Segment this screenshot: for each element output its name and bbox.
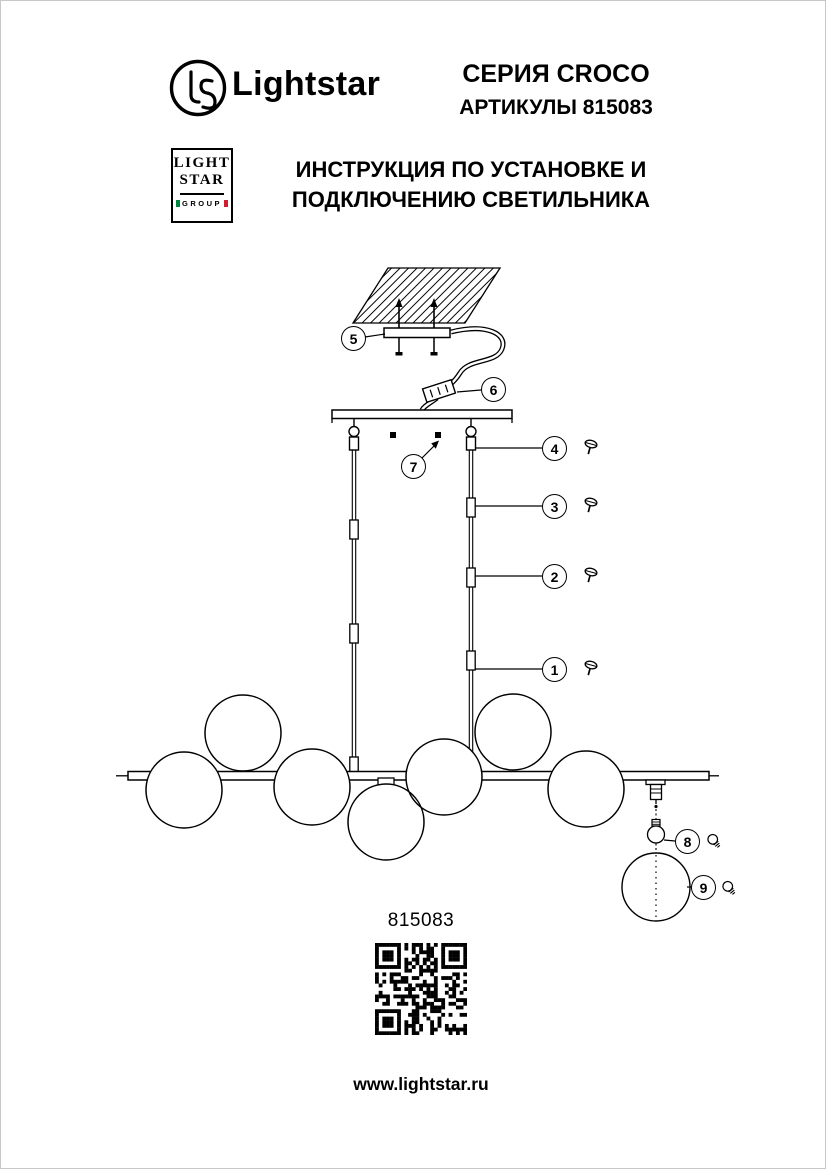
mounting-bracket bbox=[383, 298, 451, 356]
website-url: www.lightstar.ru bbox=[353, 1074, 489, 1094]
instruction-title-line1: ИНСТРУКЦИЯ ПО УСТАНОВКЕ И bbox=[295, 157, 647, 182]
instruction-title-line2: ПОДКЛЮЧЕНИЮ СВЕТИЛЬНИКА bbox=[291, 187, 651, 212]
glass-sphere bbox=[145, 751, 223, 829]
socket-assembly bbox=[645, 779, 666, 819]
logo-box-divider bbox=[180, 192, 224, 195]
callout-3: 3 bbox=[542, 494, 567, 519]
logo-box-group-row: GROUP bbox=[175, 198, 228, 208]
screw-icon bbox=[581, 496, 599, 515]
flag-green-mark bbox=[175, 199, 180, 207]
screw-icon bbox=[581, 566, 599, 585]
series-title: СЕРИЯ CROCO bbox=[462, 60, 650, 88]
callout-5: 5 bbox=[341, 326, 366, 351]
glass-sphere bbox=[204, 694, 282, 772]
glass-sphere bbox=[347, 783, 425, 861]
callout-9: 9 bbox=[691, 875, 716, 900]
glass-sphere bbox=[273, 748, 351, 826]
glass-shade-detail bbox=[621, 852, 691, 922]
glass-sphere bbox=[547, 750, 625, 828]
qr-code bbox=[375, 943, 467, 1035]
suspension-rod-right bbox=[465, 418, 477, 773]
leader-lines bbox=[364, 333, 692, 888]
ceiling-canopy bbox=[331, 409, 513, 438]
article-title: АРТИКУЛЫ 815083 bbox=[459, 96, 653, 119]
callout-8: 8 bbox=[675, 829, 700, 854]
lightstar-logo bbox=[169, 59, 227, 117]
suspension-rod-left bbox=[348, 418, 360, 773]
glass-sphere bbox=[474, 693, 552, 771]
logo-box-group: GROUP bbox=[181, 198, 222, 208]
logo-box-light: LIGHT bbox=[173, 155, 231, 171]
callout-6: 6 bbox=[481, 377, 506, 402]
callout-2: 2 bbox=[542, 564, 567, 589]
flag-red-mark bbox=[224, 199, 228, 207]
ceiling-surface bbox=[351, 267, 502, 324]
callout-4: 4 bbox=[542, 436, 567, 461]
brand-wordmark: Lightstar bbox=[232, 65, 381, 103]
screw-icon bbox=[581, 659, 599, 678]
bulb-icon bbox=[720, 878, 738, 898]
glass-spheres bbox=[145, 693, 625, 861]
logo-box-star: STAR bbox=[179, 172, 225, 189]
wire-connector bbox=[421, 378, 457, 404]
bulb-icon bbox=[705, 831, 723, 851]
lightstar-group-logo: LIGHT STAR GROUP bbox=[171, 148, 233, 223]
callout-7: 7 bbox=[401, 454, 426, 479]
screw-icon bbox=[581, 438, 599, 457]
light-bulb-detail bbox=[646, 818, 666, 852]
callout-1: 1 bbox=[542, 657, 567, 682]
glass-sphere bbox=[405, 738, 483, 816]
article-number: 815083 bbox=[387, 910, 455, 931]
